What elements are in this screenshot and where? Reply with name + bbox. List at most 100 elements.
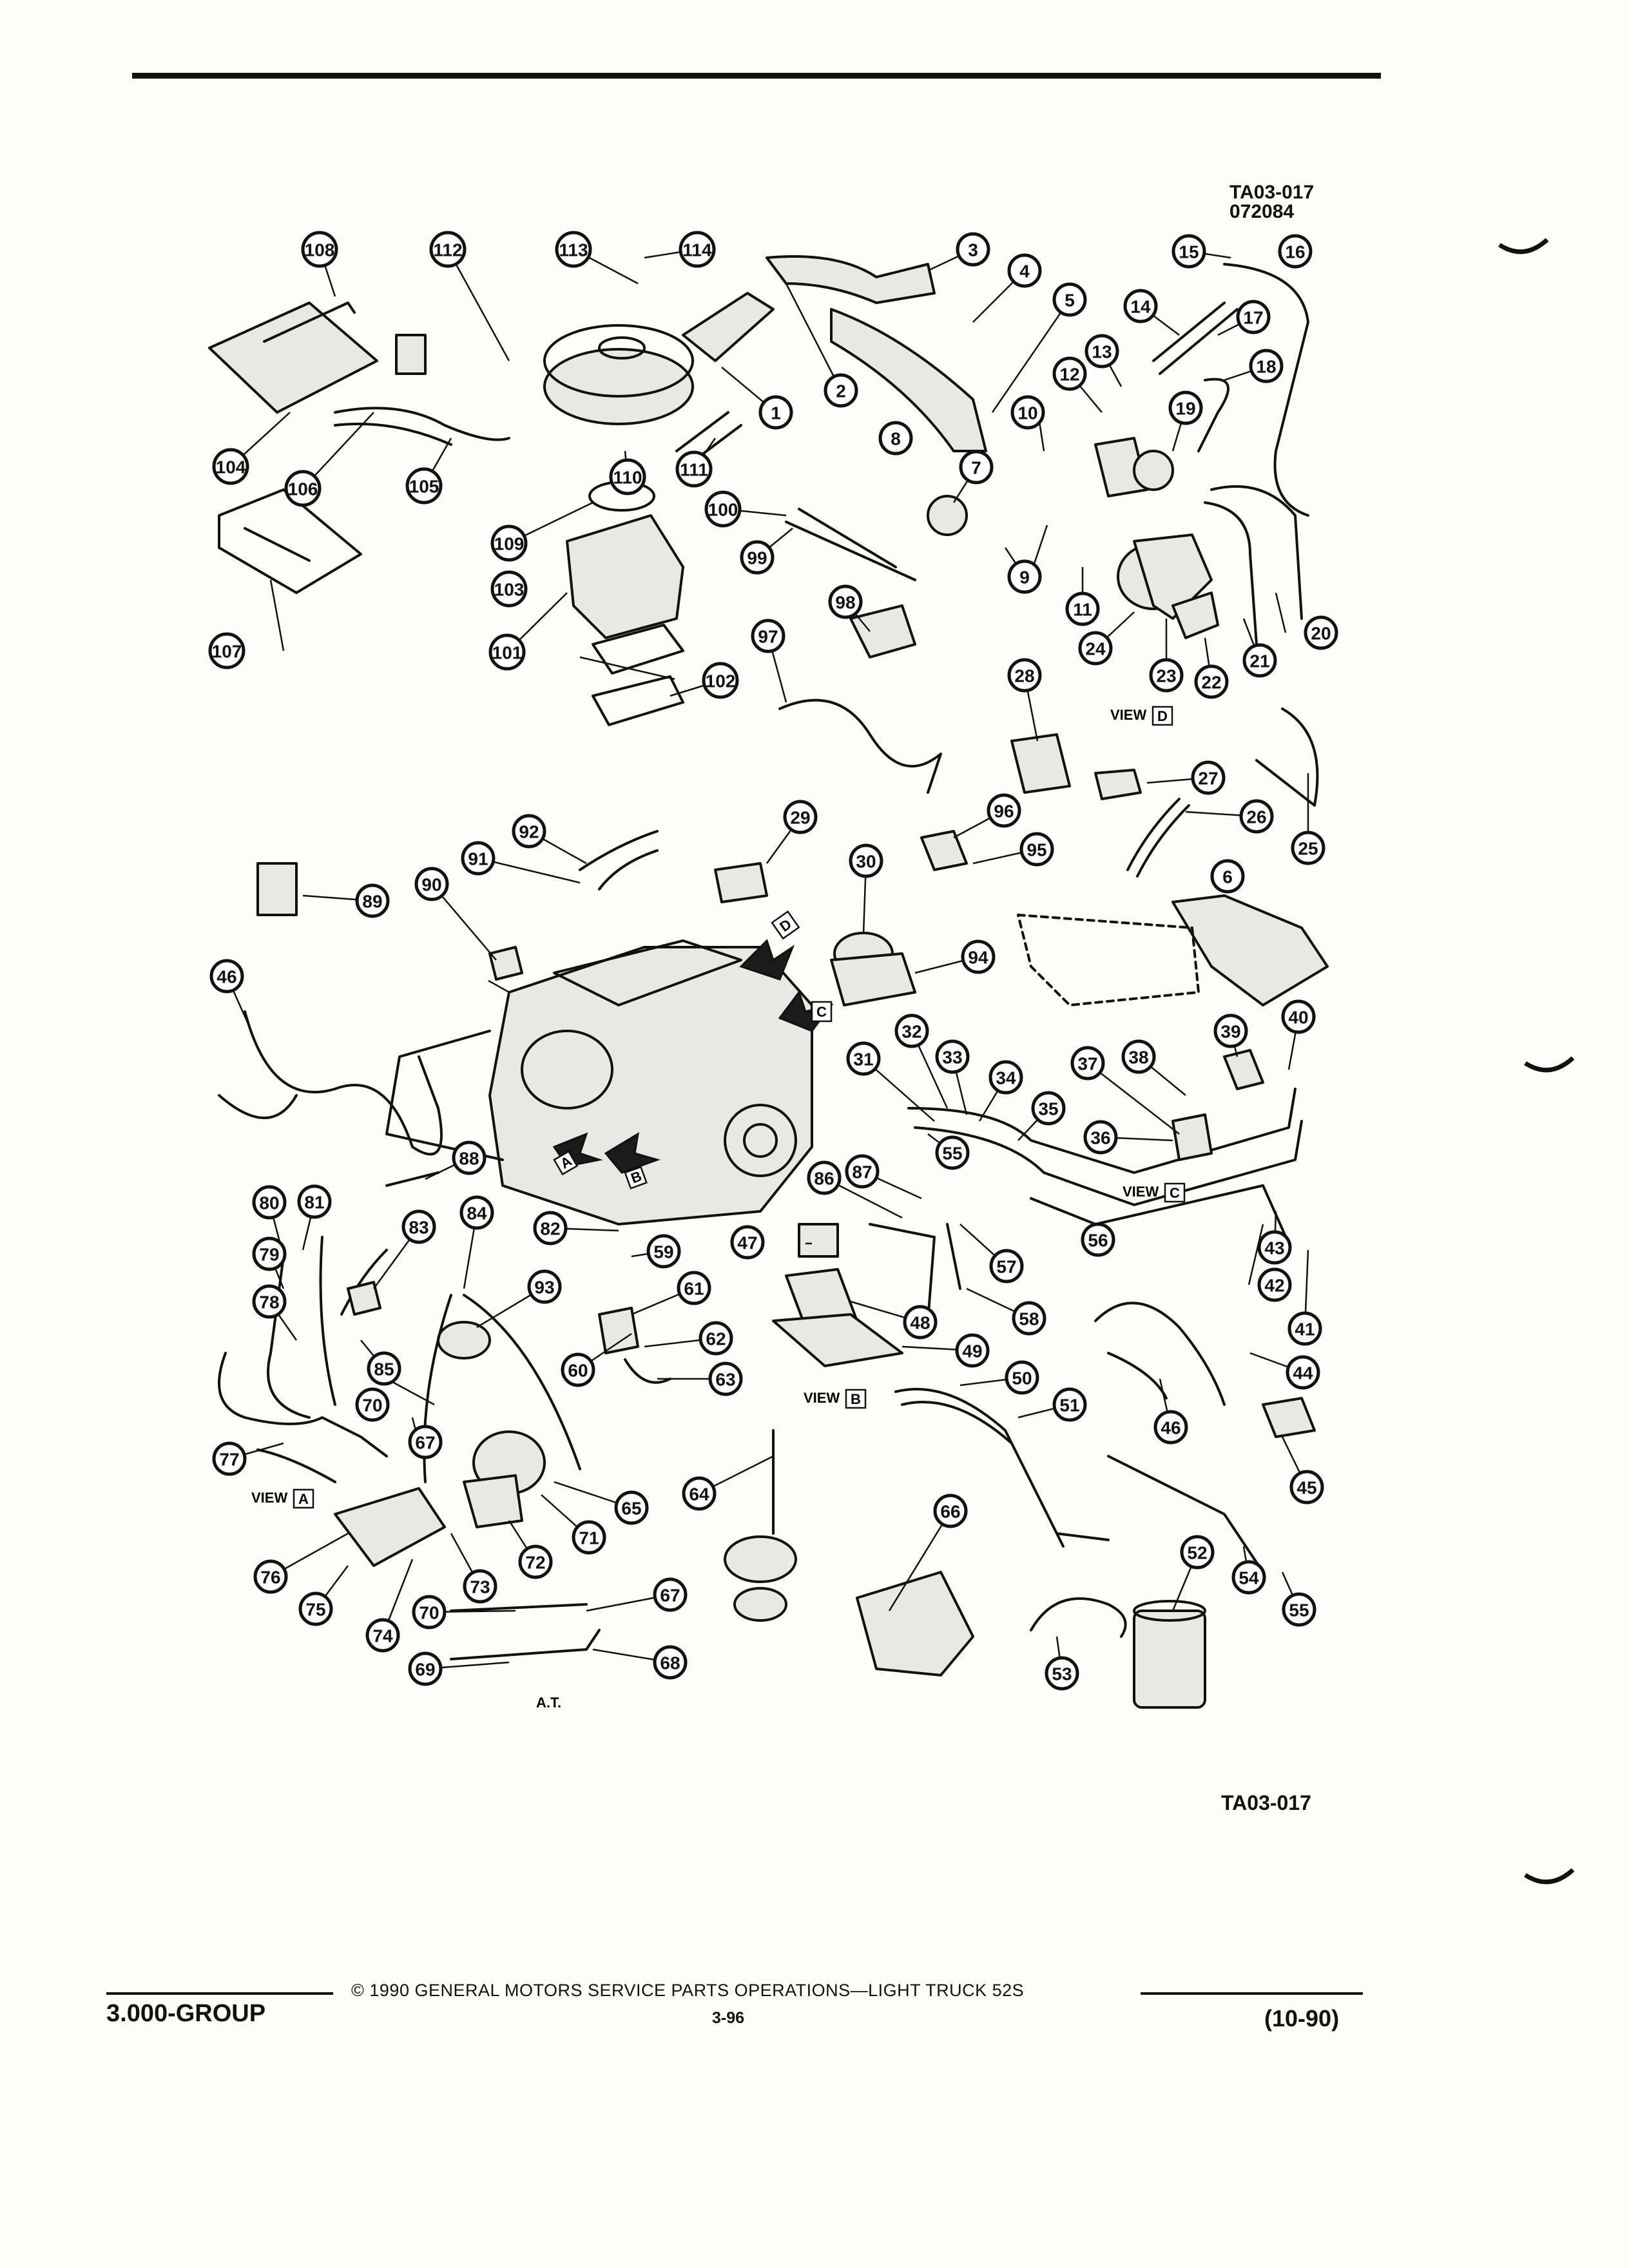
callout-1: 1: [758, 395, 793, 430]
callout-circle: [1287, 1311, 1322, 1346]
callout-number: 112: [433, 240, 462, 260]
callout-number: 83: [409, 1218, 429, 1238]
callout-number: 59: [653, 1242, 673, 1262]
callout-circle: [298, 1591, 333, 1626]
air-cleaner-snorkel: [682, 292, 775, 362]
arrow-letter-boxes: D C A B: [553, 910, 833, 1190]
callout-number: 57: [996, 1257, 1016, 1277]
callout-32: 32: [894, 1014, 929, 1048]
callout-number: 78: [259, 1293, 279, 1312]
callout-number: 92: [519, 822, 539, 842]
callout-22: 22: [1194, 664, 1229, 699]
callout-31: 31: [846, 1041, 881, 1076]
callout-circle: [1070, 1046, 1105, 1081]
callout-78: 78: [252, 1284, 287, 1319]
callout-54: 54: [1231, 1560, 1266, 1595]
callout-number: 44: [1293, 1363, 1313, 1383]
callout-number: 95: [1027, 840, 1046, 860]
hose-77: [256, 1448, 336, 1483]
callout-71: 71: [572, 1520, 606, 1555]
callout-circle: [1239, 799, 1274, 834]
callout-number: 69: [415, 1660, 435, 1680]
callout-circle: [878, 421, 913, 456]
callout-26: 26: [1239, 799, 1274, 834]
callout-72: 72: [518, 1544, 553, 1579]
callout-number: 71: [579, 1528, 599, 1548]
callout-58: 58: [1012, 1301, 1046, 1336]
engine-arrow-b: [604, 1132, 660, 1174]
callout-74: 74: [365, 1618, 400, 1653]
callout-number: 85: [374, 1360, 394, 1379]
callout-70: 70: [412, 1595, 447, 1629]
callout-circle: [758, 395, 793, 430]
callout-circle: [490, 570, 528, 608]
callout-number: 45: [1296, 1478, 1316, 1498]
callout-circle: [367, 1351, 401, 1386]
callout-circle: [561, 1352, 595, 1387]
callout-circle: [301, 231, 338, 268]
callout-circle: [414, 867, 449, 901]
callout-circle: [365, 1618, 400, 1653]
callout-11: 11: [1065, 591, 1100, 626]
callout-number: 2: [836, 381, 846, 401]
callout-number: 72: [525, 1553, 545, 1573]
hose-20: [1210, 485, 1303, 620]
callout-circle: [252, 1284, 287, 1319]
callout-circle: [894, 1014, 929, 1048]
callout-28: 28: [1007, 658, 1042, 693]
carburetor: [566, 514, 684, 639]
engine-pulley-2: [743, 1123, 778, 1158]
callout-62: 62: [699, 1321, 733, 1356]
callout-53: 53: [1045, 1656, 1079, 1691]
engine-arrow-d: [739, 939, 795, 981]
callout-circle: [252, 1236, 287, 1271]
callout-number: 77: [219, 1450, 239, 1470]
callout-81: 81: [297, 1184, 332, 1219]
callout-16: 16: [1278, 234, 1313, 269]
callout-number: 40: [1288, 1008, 1308, 1028]
footer-rule-right: [1141, 1992, 1363, 1995]
arrow-letter-c: C: [816, 1004, 827, 1020]
callout-circle: [355, 883, 390, 918]
callout-number: 46: [1161, 1418, 1181, 1438]
vacuum-hose-18: [1197, 378, 1229, 452]
callout-circle: [1171, 234, 1206, 269]
callout-number: 80: [259, 1193, 279, 1213]
switch-96: [920, 830, 968, 871]
callout-15: 15: [1171, 234, 1206, 269]
callout-73: 73: [463, 1569, 497, 1604]
callout-circle: [1123, 289, 1158, 323]
callout-circle: [297, 1184, 332, 1219]
callout-number: 88: [459, 1149, 479, 1169]
transmission-label: A.T.: [536, 1695, 561, 1711]
ecm-bracket: [263, 302, 356, 343]
air-cleaner-body: [543, 348, 694, 425]
ecm-module: [208, 302, 378, 414]
callout-103: 103: [490, 570, 528, 608]
engine-alt: [521, 1030, 613, 1110]
sensor-90: [488, 946, 523, 981]
callout-circle: [1286, 1355, 1320, 1390]
engine-valve-cover: [553, 939, 742, 1006]
callout-106: 106: [284, 470, 322, 507]
lines-70-69: [450, 1603, 601, 1660]
callout-number: 52: [1187, 1543, 1207, 1563]
callout-circle: [1005, 1360, 1039, 1395]
callout-68: 68: [653, 1645, 688, 1680]
callout-circle: [609, 458, 646, 495]
callout-circle: [1045, 1656, 1079, 1691]
callout-57: 57: [989, 1249, 1024, 1283]
callout-101: 101: [488, 633, 526, 671]
callout-number: 66: [940, 1502, 960, 1522]
bracket-76: [334, 1487, 446, 1567]
callout-2: 2: [824, 373, 858, 408]
callout-number: 33: [942, 1048, 962, 1068]
callout-circle: [702, 662, 739, 699]
callout-104: 104: [212, 448, 249, 485]
callout-circle: [1249, 349, 1284, 383]
valve-39: [1223, 1049, 1264, 1090]
carb-base-gasket: [592, 675, 684, 726]
callout-29: 29: [783, 800, 818, 834]
harness-46-left: [218, 1010, 443, 1156]
